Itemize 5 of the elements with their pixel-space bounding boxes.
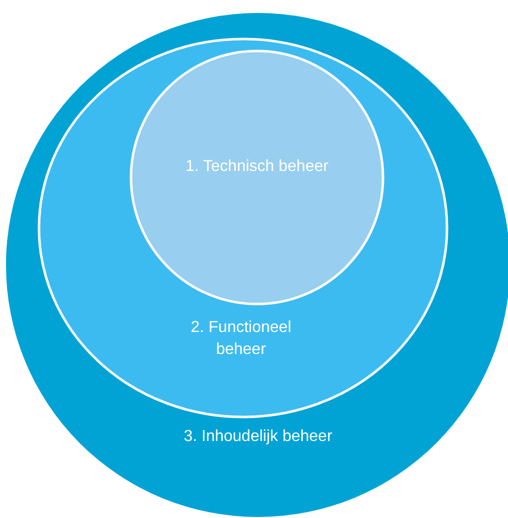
circle-label: 3. Inhoudelijk beheer — [183, 427, 333, 447]
circle-label: 2. Functioneel beheer — [190, 318, 292, 360]
middle-circle — [38, 38, 448, 418]
circle-label: 1. Technisch beheer — [184, 157, 330, 177]
inner-circle — [130, 50, 384, 305]
